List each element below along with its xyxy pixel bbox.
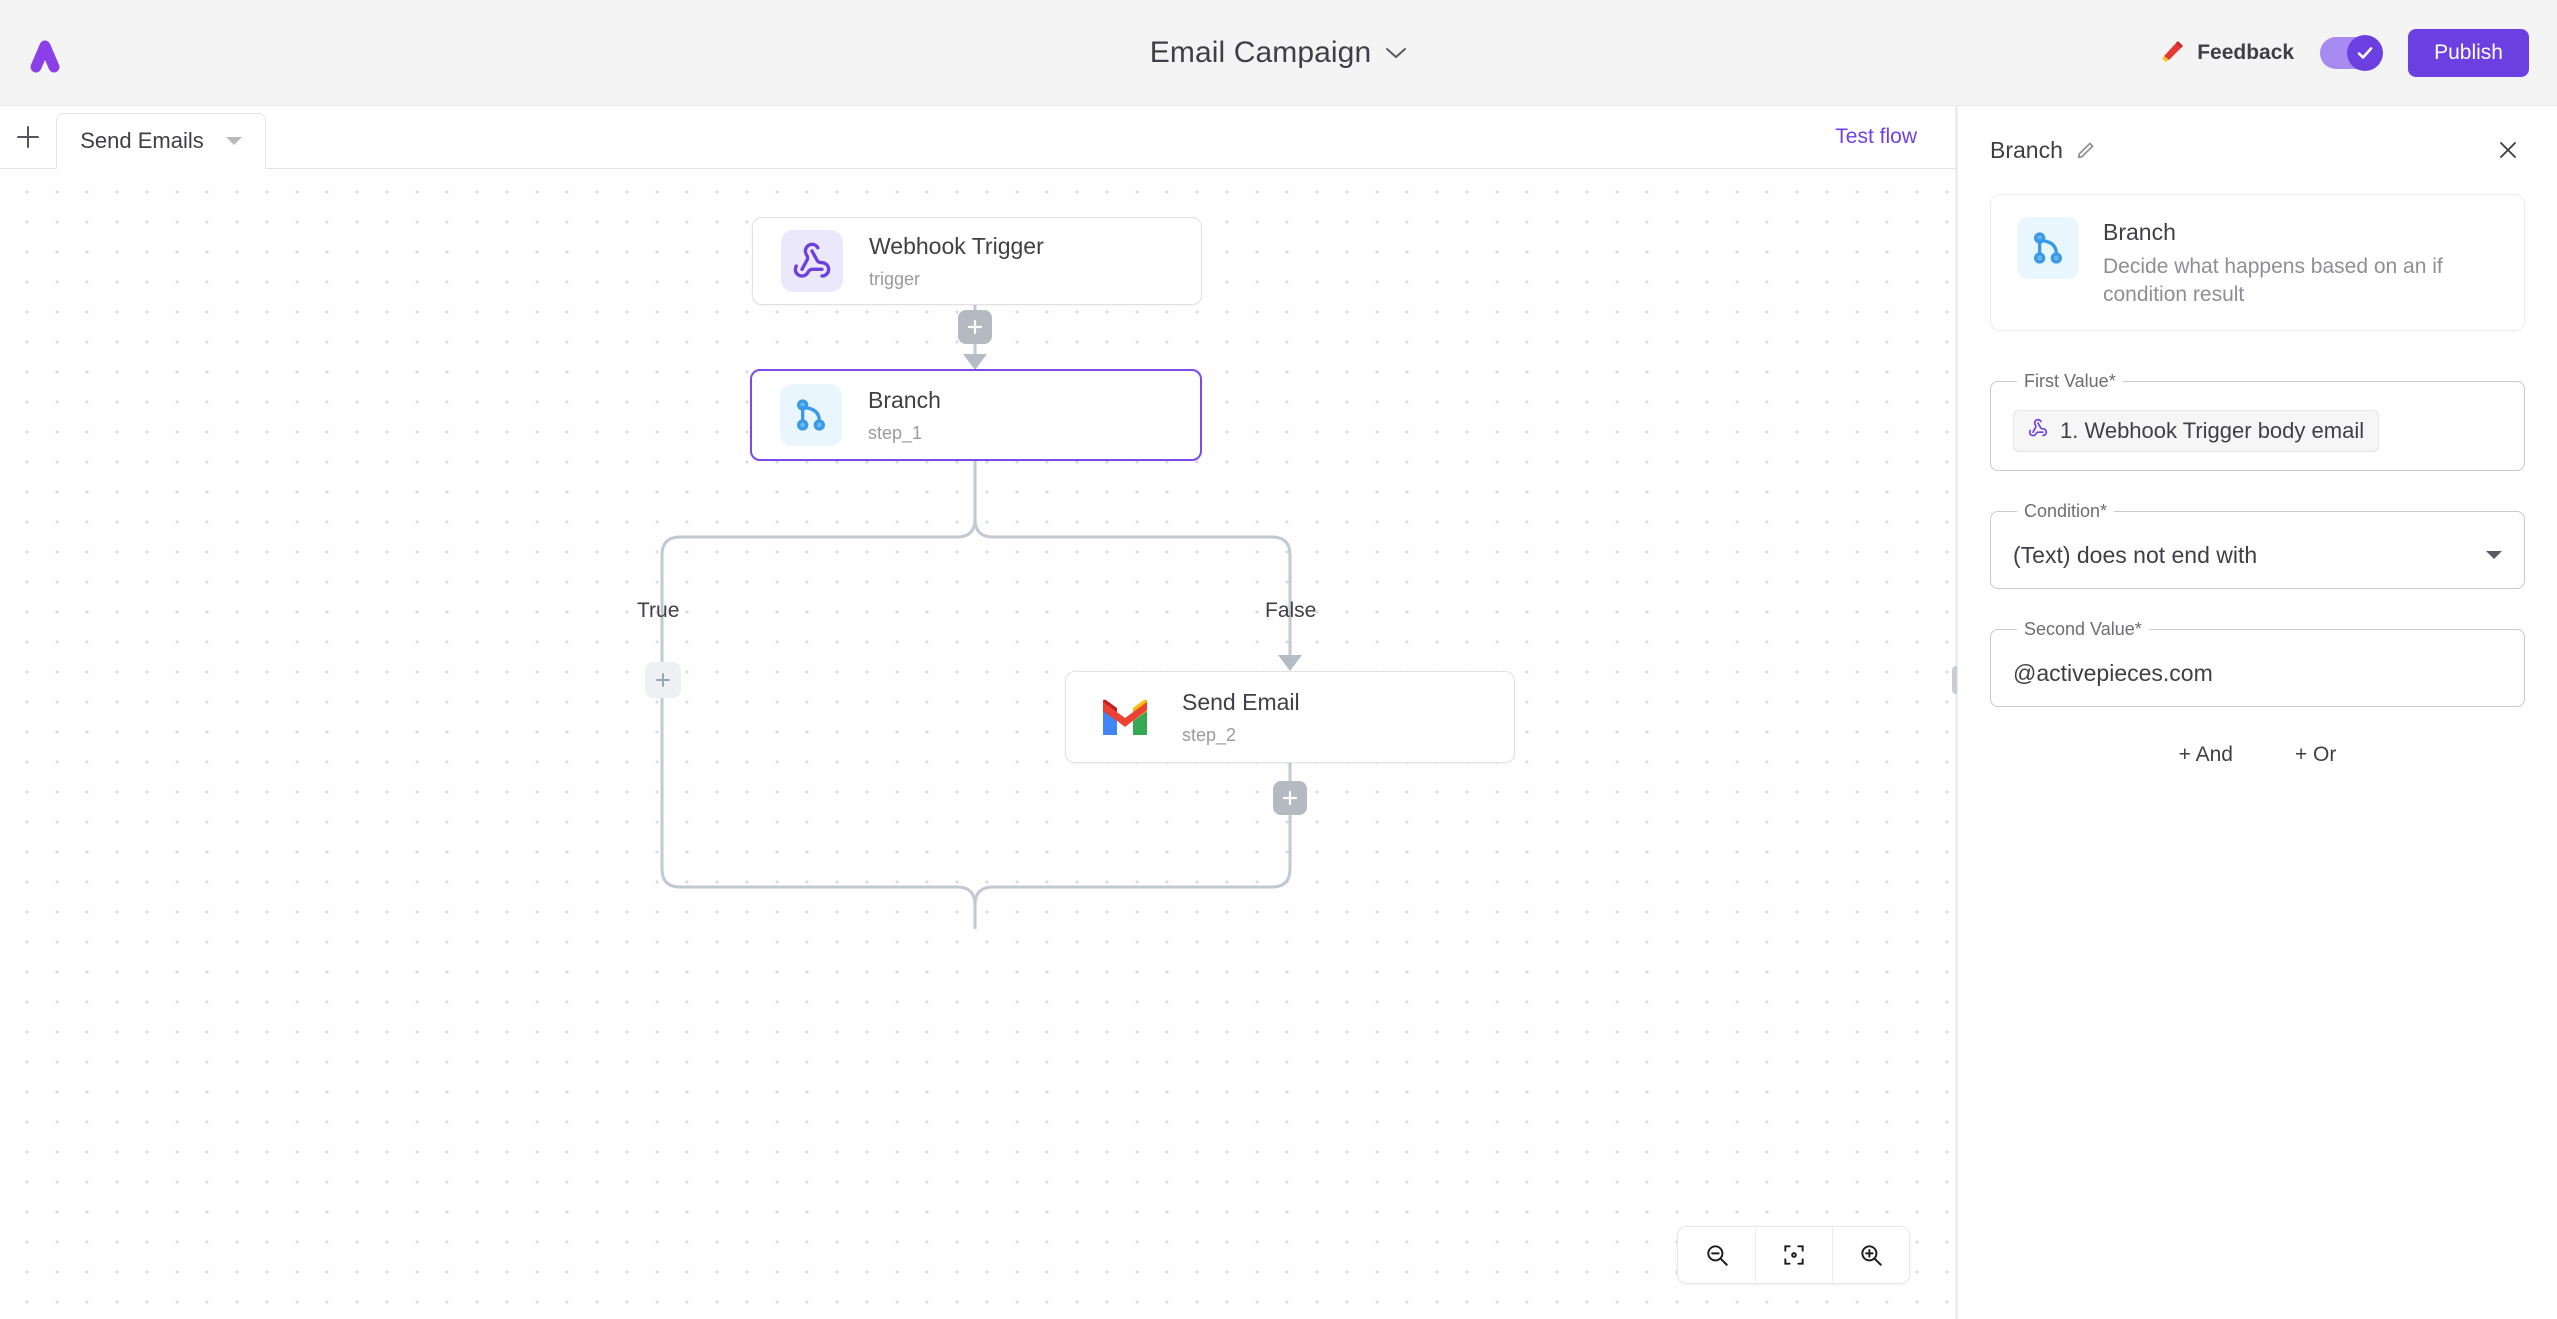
toggle-knob <box>2347 35 2384 71</box>
add-or-button[interactable]: + Or <box>2294 743 2337 767</box>
branch-icon <box>2017 217 2079 279</box>
panel-body: Branch Decide what happens based on an i… <box>1958 194 2557 767</box>
canvas-region: Send Emails Test flow <box>0 106 1955 1319</box>
flow-node-send-email[interactable]: Send Email step_2 <box>1065 671 1515 763</box>
first-value-body[interactable]: 1. Webhook Trigger body email <box>2013 392 2502 470</box>
activepieces-logo-icon[interactable] <box>18 26 72 80</box>
condition-field[interactable]: Condition* (Text) does not end with <box>1990 501 2525 590</box>
second-value-label: Second Value* <box>2024 619 2142 640</box>
node-subtitle: trigger <box>869 268 921 289</box>
description-text: Decide what happens based on an if condi… <box>2103 255 2443 306</box>
description-text-group: Branch Decide what happens based on an i… <box>2103 217 2498 308</box>
node-title: Webhook Trigger <box>869 232 1044 259</box>
node-text-group: Branch step_1 <box>868 387 941 444</box>
first-value-chip[interactable]: 1. Webhook Trigger body email <box>2013 410 2380 453</box>
panel-header: Branch <box>1958 106 2557 194</box>
step-settings-panel: Branch <box>1957 106 2557 1319</box>
node-subtitle: step_2 <box>1182 724 1237 745</box>
publish-toggle[interactable] <box>2320 35 2384 71</box>
caret-down-icon[interactable] <box>225 137 242 145</box>
caret-down-icon[interactable] <box>2486 551 2502 560</box>
condition-value: (Text) does not end with <box>2013 541 2258 568</box>
node-title: Send Email <box>1182 688 1300 715</box>
node-text-group: Send Email step_2 <box>1182 689 1300 746</box>
top-bar: Email Campaign Feedback <box>0 0 2557 106</box>
webhook-icon <box>781 230 843 292</box>
first-value-chip-text: 1. Webhook Trigger body email <box>2060 418 2365 444</box>
add-tab-button[interactable] <box>0 105 56 168</box>
test-flow-button[interactable]: Test flow <box>1835 125 1917 148</box>
condition-actions: + And + Or <box>1990 743 2525 767</box>
flow-title-group: Email Campaign <box>0 0 2557 106</box>
flow-canvas[interactable]: Webhook Trigger trigger <box>0 169 1955 1319</box>
node-subtitle: step_1 <box>868 422 923 443</box>
zoom-in-icon[interactable] <box>1832 1227 1909 1283</box>
feedback-label: Feedback <box>2197 41 2295 64</box>
fit-view-icon[interactable] <box>1755 1227 1832 1283</box>
condition-label: Condition* <box>2024 501 2108 522</box>
canvas-toolbar: Send Emails Test flow <box>0 106 1955 169</box>
top-bar-actions: Feedback Publish <box>2160 0 2529 106</box>
second-value-body[interactable]: @activepieces.com <box>2013 640 2502 706</box>
add-and-button[interactable]: + And <box>2178 743 2233 767</box>
panel-title: Branch <box>1990 136 2063 163</box>
first-value-field[interactable]: First Value* 1. Webhook Trigger body ema… <box>1990 371 2525 472</box>
publish-button[interactable]: Publish <box>2408 29 2529 77</box>
description-title: Branch <box>2103 219 2176 245</box>
megaphone-icon <box>2160 38 2186 69</box>
close-icon[interactable] <box>2491 133 2525 167</box>
node-title: Branch <box>868 386 941 413</box>
branch-label-true: True <box>637 599 680 622</box>
webhook-icon <box>2028 418 2048 444</box>
zoom-out-icon[interactable] <box>1678 1227 1755 1283</box>
branch-label-false: False <box>1265 599 1317 622</box>
flow-node-branch[interactable]: Branch step_1 <box>750 369 1202 461</box>
main-area: Send Emails Test flow <box>0 106 2557 1319</box>
flow-node-webhook-trigger[interactable]: Webhook Trigger trigger <box>752 217 1202 305</box>
gmail-icon <box>1094 686 1156 748</box>
node-text-group: Webhook Trigger trigger <box>869 233 1044 290</box>
tab-label: Send Emails <box>80 128 204 153</box>
feedback-button[interactable]: Feedback <box>2160 38 2294 69</box>
add-step-plus-button[interactable] <box>958 310 992 344</box>
pencil-edit-icon[interactable] <box>2075 139 2097 161</box>
zoom-controls <box>1677 1226 1910 1284</box>
first-value-label: First Value* <box>2024 371 2116 392</box>
second-value-input[interactable]: @activepieces.com <box>2013 659 2213 686</box>
panel-resize-grip[interactable] <box>1952 666 1960 694</box>
step-description-card: Branch Decide what happens based on an i… <box>1990 194 2525 332</box>
chevron-down-icon[interactable] <box>1385 46 1407 60</box>
add-step-after-send-email-button[interactable] <box>1273 781 1307 815</box>
second-value-field[interactable]: Second Value* @activepieces.com <box>1990 619 2525 708</box>
condition-select[interactable]: (Text) does not end with <box>2013 522 2502 588</box>
flow-edges <box>660 297 1302 929</box>
branch-icon <box>780 384 842 446</box>
add-step-true-branch-button[interactable] <box>645 662 681 698</box>
tab-send-emails[interactable]: Send Emails <box>56 113 266 169</box>
flow-name[interactable]: Email Campaign <box>1149 36 1372 69</box>
panel-resize-handle[interactable] <box>1952 106 1960 1319</box>
